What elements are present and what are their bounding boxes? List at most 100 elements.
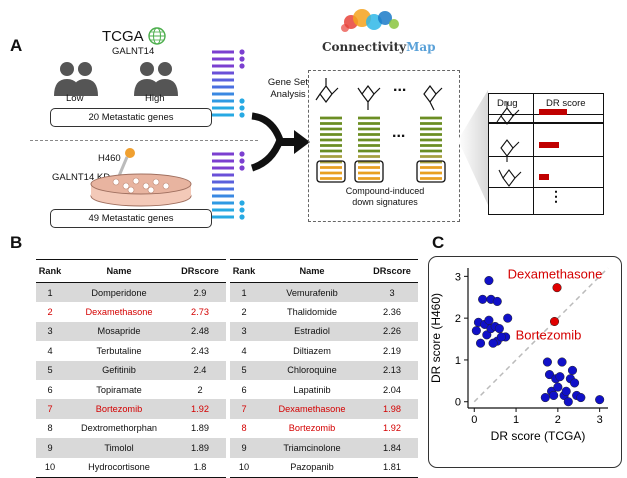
data-point — [494, 324, 504, 334]
dr-score-bar — [539, 174, 549, 180]
name-header: Name — [258, 259, 366, 283]
drug-table-row-line — [489, 187, 603, 188]
cmap-label-b: Map — [406, 40, 436, 54]
cell-score: 2.43 — [191, 345, 209, 356]
data-point — [484, 315, 494, 325]
projection-wedge — [458, 90, 488, 205]
data-point — [475, 338, 486, 348]
kd-label: GALNT14 KD — [52, 172, 111, 183]
diagonal-reference-line — [473, 267, 609, 403]
data-point — [542, 357, 552, 367]
compound-label-line2: down signatures — [352, 197, 418, 207]
cell-score: 2.48 — [174, 321, 226, 342]
y-tick-label: 1 — [455, 355, 461, 367]
cell-score: 2.4 — [174, 360, 226, 380]
cell-name: Bortezomib — [64, 399, 174, 419]
compound-label: Compound-induced down signatures — [320, 186, 450, 208]
name-header: Name — [64, 259, 174, 283]
data-point — [540, 393, 550, 403]
gene-bars-icon — [212, 49, 245, 118]
cell-name: Bortezomib — [288, 423, 336, 434]
cell-score: 1.98 — [366, 399, 418, 419]
y-tick-label: 0 — [455, 397, 461, 409]
cell-score: 1.84 — [366, 438, 418, 458]
cell-rank: 3 — [36, 321, 64, 342]
scatter-frame — [428, 256, 622, 468]
cell-rank: 1 — [36, 282, 64, 303]
cell-score: 2 — [197, 384, 203, 395]
data-point — [576, 393, 586, 403]
cell-rank: 10 — [36, 457, 64, 478]
cell-name: Dexamethasone — [85, 307, 153, 318]
x-tick-label: 2 — [555, 414, 561, 426]
cell-rank: 5 — [36, 360, 64, 380]
cell-score: 2.13 — [366, 360, 418, 380]
data-point — [482, 330, 492, 340]
data-point — [544, 370, 555, 380]
data-point — [570, 378, 580, 388]
panel-a-letter: A — [10, 36, 23, 55]
data-point — [549, 390, 559, 401]
cell-score: 3 — [366, 282, 418, 303]
data-point — [552, 283, 562, 293]
cell-score: 1.92 — [174, 399, 226, 419]
merge-arrow-icon — [250, 112, 310, 172]
cell-score: 1.81 — [366, 457, 418, 478]
drug-table-row-line — [489, 122, 603, 124]
cell-rank: 9 — [36, 438, 64, 458]
panel-c-letter: C — [432, 233, 445, 252]
cell-name: Mosapride — [64, 321, 174, 342]
rank-header: Rank — [36, 259, 64, 283]
cell-rank: 7 — [230, 399, 258, 419]
panel-b-letter: B — [10, 233, 23, 252]
drug-table-more: ⋮ — [549, 188, 563, 204]
point-annotation: Dexamethasone — [508, 267, 603, 282]
data-point — [557, 357, 567, 367]
cell-score: 1.8 — [174, 457, 226, 478]
dr-score-bar — [539, 142, 559, 148]
data-point — [567, 365, 578, 375]
x-tick-label: 3 — [597, 414, 603, 426]
petri-dish-icon — [90, 173, 192, 207]
dr-score-header: DR score — [546, 98, 586, 109]
cell-score: 1.92 — [383, 423, 401, 434]
cell-name: Domperidone — [64, 282, 174, 303]
cell-name: Gefitinib — [64, 360, 174, 380]
cell-score: 2.19 — [383, 345, 401, 356]
gene-bars-icon — [212, 151, 245, 220]
cell-rank: 6 — [241, 384, 247, 395]
cell-name: Diltiazem — [293, 345, 331, 356]
cell-score: 2.36 — [383, 307, 401, 318]
data-point — [496, 332, 506, 342]
people-icon — [54, 62, 178, 96]
cell-name: Hydrocortisone — [64, 457, 174, 478]
cell-name: Estradiol — [258, 321, 366, 342]
cell-name: Triamcinolone — [258, 438, 366, 458]
drscore-header: DRscore — [366, 259, 418, 283]
data-point — [563, 397, 573, 407]
down-signature-box — [354, 160, 384, 183]
drug-score-table: Drug DR score ⋮ — [488, 93, 604, 215]
cmap-label: ConnectivityMap — [322, 40, 436, 54]
data-point — [488, 338, 498, 348]
data-point — [561, 386, 571, 396]
drug-table-row-line — [489, 156, 603, 157]
metastatic-genes-box-h460: 49 Metastatic genes — [50, 209, 212, 228]
cell-name: Topiramate — [96, 384, 142, 395]
